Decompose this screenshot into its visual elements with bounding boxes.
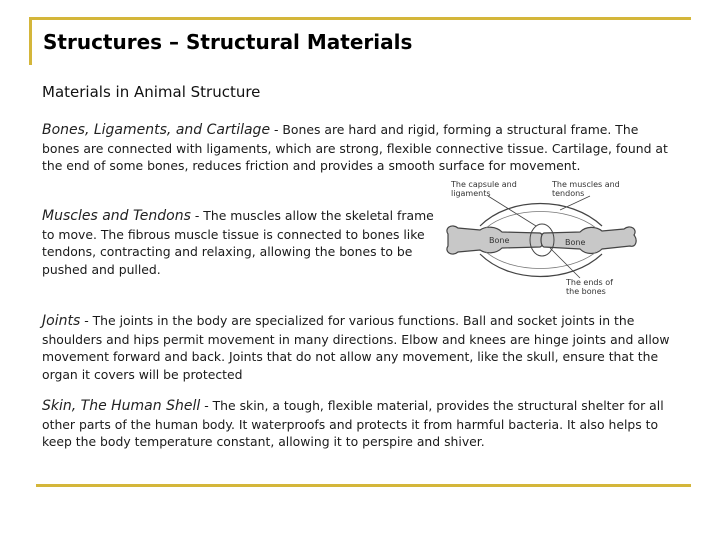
slide-title: Structures – Structural Materials	[43, 30, 413, 54]
bone-right-shape	[540, 226, 637, 255]
paragraph-skin: Skin, The Human Shell - The skin, a toug…	[42, 397, 672, 451]
joint-capsule-shape	[529, 223, 555, 257]
pointer-capsule	[487, 195, 537, 227]
label-bone-right: Bone	[565, 238, 586, 247]
pointer-ends	[549, 247, 581, 279]
term-muscles: Muscles and Tendons	[42, 208, 191, 224]
text-skin: - The skin, a tough, flexible material, …	[42, 398, 664, 449]
term-skin: Skin, The Human Shell	[42, 398, 201, 414]
bottom-accent-line	[36, 484, 691, 487]
muscle-upper-inner	[485, 211, 597, 229]
pointer-muscles	[559, 195, 591, 211]
title-accent-line	[29, 17, 32, 65]
muscle-upper-shape	[479, 203, 603, 227]
label-bone-ends: The ends of the bones	[566, 278, 613, 296]
label-bone-left: Bone	[489, 236, 510, 245]
paragraph-joints: Joints - The joints in the body are spec…	[42, 312, 672, 383]
top-accent-line	[29, 17, 691, 20]
label-capsule: The capsule and ligaments	[451, 180, 517, 198]
text-bones: - Bones are hard and rigid, forming a st…	[42, 122, 668, 173]
text-joints: - The joints in the body are specialized…	[42, 313, 670, 382]
paragraph-muscles: Muscles and Tendons - The muscles allow …	[42, 207, 444, 278]
muscle-lower-inner	[485, 251, 597, 269]
muscle-lower-shape	[479, 253, 603, 277]
joint-diagram-svg	[446, 195, 637, 279]
text-muscles: - The muscles allow the skeletal frame t…	[42, 208, 434, 277]
joint-diagram: The capsule and ligaments The muscles an…	[440, 176, 640, 300]
section-subtitle: Materials in Animal Structure	[42, 83, 261, 101]
term-joints: Joints	[42, 313, 81, 329]
term-bones: Bones, Ligaments, and Cartilage	[42, 122, 271, 138]
label-muscles: The muscles and tendons	[552, 180, 620, 198]
paragraph-bones: Bones, Ligaments, and Cartilage - Bones …	[42, 121, 672, 175]
